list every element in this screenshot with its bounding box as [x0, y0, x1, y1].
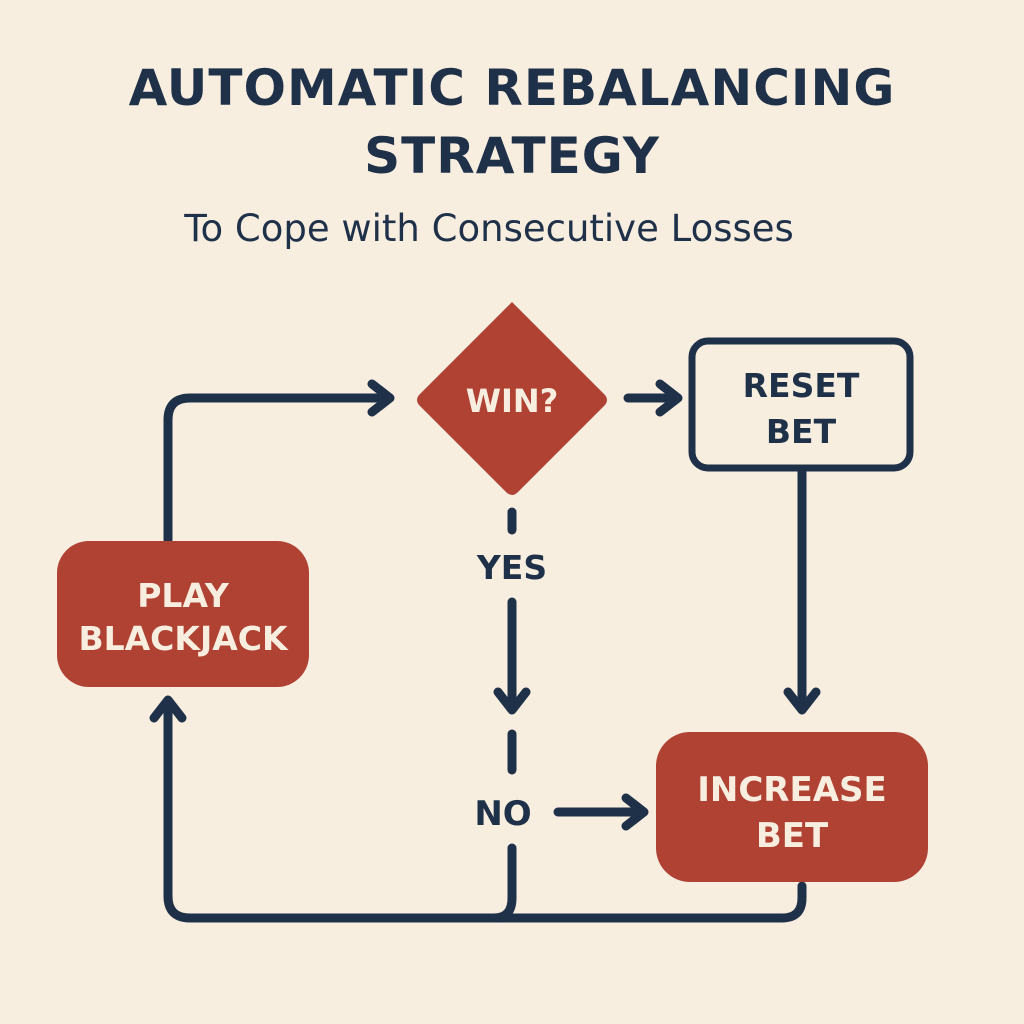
node-win-decision [417, 302, 607, 495]
arrowhead-no-to-increase [621, 793, 649, 831]
connector-play-to-win [163, 393, 385, 545]
node-play-line-1: PLAY [137, 576, 230, 615]
arrowhead-to-win [367, 379, 395, 417]
node-increase-line-1: INCREASE [697, 770, 887, 810]
node-reset-line-1: RESET [743, 366, 860, 405]
title-line-2: STRATEGY [364, 127, 660, 185]
node-increase-bet [656, 732, 928, 882]
node-play-line-2: BLACKJACK [78, 619, 289, 658]
title-line-1: AUTOMATIC REBALANCING [128, 59, 896, 117]
arrowhead-to-play [149, 695, 187, 723]
arrowhead-reset-to-increase [783, 687, 821, 715]
edge-label-no: NO [474, 794, 531, 834]
connector-no-to-loop [489, 843, 517, 923]
arrowhead-yes-down [493, 687, 531, 715]
edge-label-yes: YES [476, 548, 547, 587]
node-increase-line-2: BET [756, 816, 829, 856]
node-win-label: WIN? [466, 382, 559, 420]
connector-increase-return [163, 703, 807, 923]
node-reset-line-2: BET [766, 412, 837, 451]
node-play-blackjack [57, 541, 309, 687]
arrowhead-to-reset [655, 379, 683, 417]
diagram-title: AUTOMATIC REBALANCING STRATEGY [0, 54, 1024, 190]
node-reset-bet [688, 337, 914, 472]
diagram-subtitle: To Cope with Consecutive Losses [184, 207, 794, 250]
